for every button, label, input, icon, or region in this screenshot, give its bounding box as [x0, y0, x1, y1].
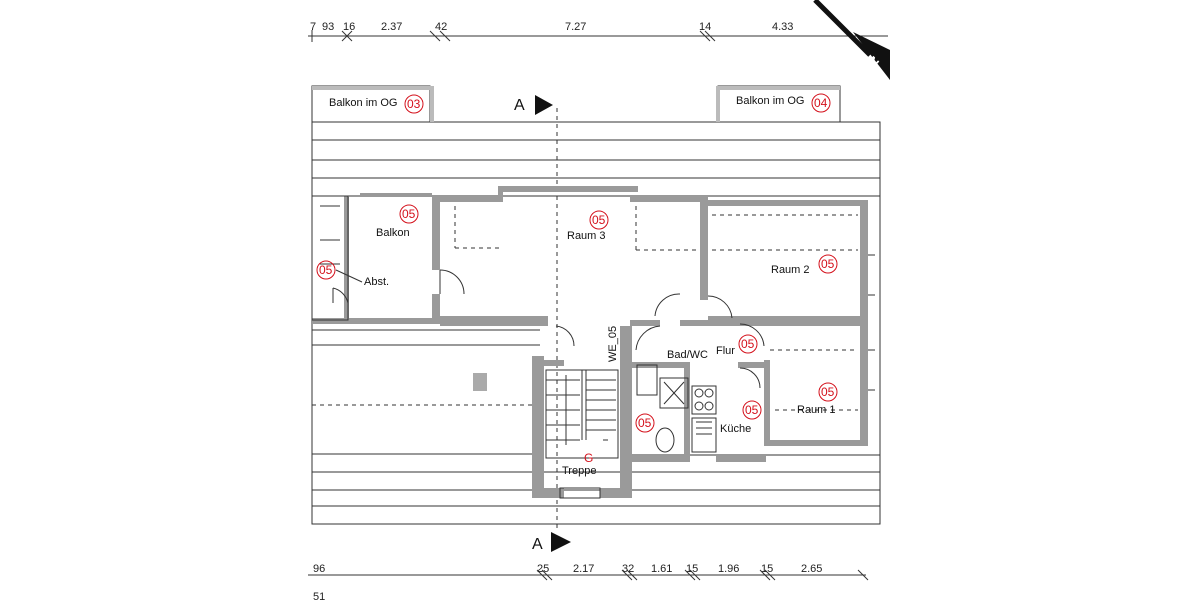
dim-bottom-5: 1.61: [651, 563, 672, 575]
dim-top-3: 16: [343, 21, 355, 33]
dim-top-7: 14: [699, 21, 711, 33]
dim-top-6: 7.27: [565, 21, 586, 33]
section-label-bottom: A: [532, 536, 543, 553]
room-tag-balkon: 05: [402, 207, 416, 221]
dim-bottom-6: 15: [686, 563, 698, 575]
room-tag-03: 03: [407, 97, 421, 111]
room-tag-04: 04: [814, 96, 828, 110]
walls: [312, 186, 868, 498]
room-tag-bad: 05: [638, 416, 652, 430]
room-label-flur: Flur: [716, 345, 735, 357]
balcony-og-04: Balkon im OG 04: [716, 85, 841, 123]
dim-bottom-8: 15: [761, 563, 773, 575]
bottom-dimension-line: 96 25 2.17 32 1.61 15 1.96 15 2.65 51: [308, 563, 869, 600]
top-dimension-line: 7 93 16 2.37 42 7.27 14 4.33: [308, 21, 888, 42]
dim-bottom-3: 2.17: [573, 563, 594, 575]
room-tag-treppe: G: [584, 451, 593, 465]
room-label-bad: Bad/WC: [667, 349, 708, 361]
dim-bottom-7: 1.96: [718, 563, 739, 575]
room-labels: Balkon 05 Abst. 05 Raum 3 05 Raum 2 05 F…: [316, 204, 838, 477]
section-label-top: A: [514, 97, 525, 114]
section-marker-top: A: [514, 95, 558, 532]
section-marker-bottom: A: [532, 532, 571, 553]
dim-bottom-4: 32: [622, 563, 634, 575]
room-label-balkon-og-04: Balkon im OG: [736, 95, 804, 107]
room-tag-raum2: 05: [821, 257, 835, 271]
room-label-balkon: Balkon: [376, 227, 410, 239]
dim-top-2: 93: [322, 21, 334, 33]
dim-top-8: 4.33: [772, 21, 793, 33]
dim-bottom-2: 25: [537, 563, 549, 575]
dim-bottom-9: 2.65: [801, 563, 822, 575]
dim-top-5: 42: [435, 21, 447, 33]
room-tag-raum1: 05: [821, 385, 835, 399]
north-arrow: N: [813, 0, 890, 80]
room-tag-abst: 05: [319, 263, 333, 277]
room-label-treppe: Treppe: [562, 465, 596, 477]
room-label-raum1: Raum 1: [797, 404, 836, 416]
room-details: [311, 193, 875, 499]
room-label-balkon-og-03: Balkon im OG: [329, 97, 397, 109]
room-label-raum3: Raum 3: [567, 230, 606, 242]
dim-top-4: 2.37: [381, 21, 402, 33]
room-label-kueche: Küche: [720, 423, 751, 435]
dim-top-1: 7: [310, 21, 316, 33]
unit-label: WE_05: [607, 326, 619, 362]
roof-outline: [311, 121, 881, 525]
room-tag-kueche: 05: [745, 403, 759, 417]
dim-bottom-1: 96: [313, 563, 325, 575]
room-tag-raum3: 05: [592, 213, 606, 227]
room-label-abst: Abst.: [364, 276, 389, 288]
room-tag-flur: 05: [741, 337, 755, 351]
room-label-raum2: Raum 2: [771, 264, 810, 276]
dim-bottom-fragment: 51: [313, 591, 325, 600]
balcony-og-03: Balkon im OG 03: [311, 85, 434, 123]
